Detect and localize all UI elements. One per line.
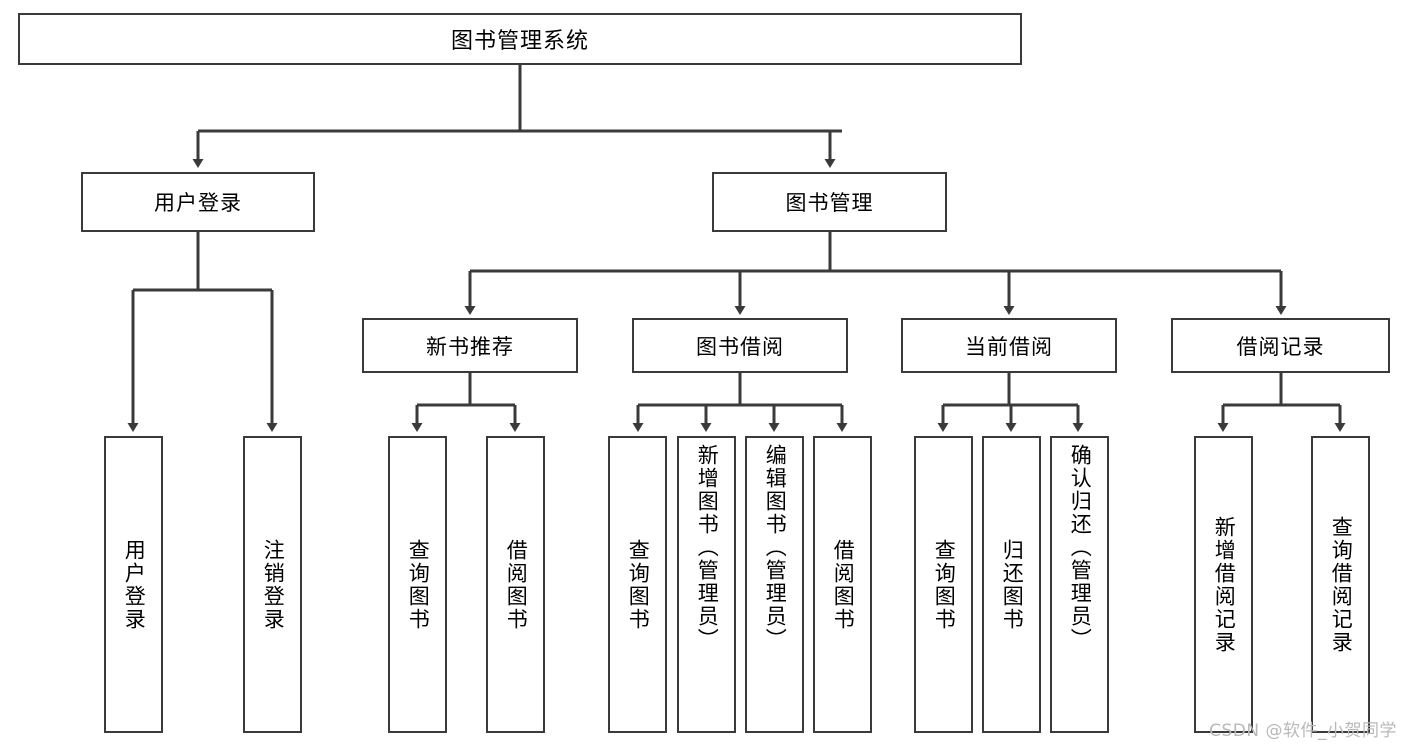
leaf-current-query-book-label: 查询图书 (932, 538, 957, 631)
node-book-management[interactable]: 图书管理 (712, 172, 947, 232)
leaf-borrow-add-book-label: 新增图书（管理员） (695, 444, 720, 651)
leaf-current-query-book[interactable]: 查询图书 (914, 436, 973, 733)
leaf-inner: 新增借阅记录 (1196, 438, 1251, 731)
node-new-book-recommend-label: 新书推荐 (426, 334, 514, 359)
leaf-new-book-query-label: 查询图书 (406, 538, 431, 631)
node-borrow-record-label: 借阅记录 (1236, 334, 1325, 359)
leaf-inner: 新增图书（管理员） (679, 438, 734, 737)
csdn-watermark: CSDN @软件_小贺同学 (1209, 721, 1397, 741)
leaf-borrow-query-book-label: 查询图书 (626, 538, 651, 631)
node-book-borrow-label: 图书借阅 (696, 334, 784, 359)
leaf-user-login-login-label: 用户登录 (122, 538, 147, 631)
leaf-inner: 查询借阅记录 (1313, 438, 1368, 731)
leaf-new-book-borrow[interactable]: 借阅图书 (486, 436, 545, 733)
node-user-login[interactable]: 用户登录 (81, 172, 315, 232)
leaf-current-confirm-return-label: 确认归还（管理员） (1068, 444, 1093, 651)
leaf-borrow-edit-book-label: 编辑图书（管理员） (763, 444, 788, 651)
leaf-borrow-add-book[interactable]: 新增图书（管理员） (677, 436, 736, 733)
leaf-record-query-label: 查询借阅记录 (1329, 515, 1354, 654)
leaf-inner: 查询图书 (916, 438, 971, 731)
leaf-borrow-edit-book[interactable]: 编辑图书（管理员） (745, 436, 804, 733)
leaf-inner: 查询图书 (390, 438, 445, 731)
node-user-login-label: 用户登录 (154, 191, 242, 215)
leaf-current-return-book-label: 归还图书 (1000, 538, 1025, 631)
leaf-new-book-borrow-label: 借阅图书 (504, 538, 529, 631)
leaf-record-query[interactable]: 查询借阅记录 (1311, 436, 1370, 733)
node-book-management-label: 图书管理 (785, 191, 874, 215)
node-new-book-recommend[interactable]: 新书推荐 (362, 318, 578, 373)
leaf-user-login-login[interactable]: 用户登录 (104, 436, 163, 733)
node-root[interactable]: 图书管理系统 (18, 13, 1022, 65)
leaf-current-confirm-return[interactable]: 确认归还（管理员） (1050, 436, 1109, 733)
leaf-new-book-query[interactable]: 查询图书 (388, 436, 447, 733)
node-borrow-record[interactable]: 借阅记录 (1171, 318, 1390, 373)
leaf-inner: 用户登录 (106, 438, 161, 731)
node-current-borrow-label: 当前借阅 (965, 334, 1053, 359)
leaf-record-add-label: 新增借阅记录 (1212, 515, 1237, 654)
leaf-inner: 借阅图书 (488, 438, 543, 731)
leaf-borrow-borrow-book[interactable]: 借阅图书 (813, 436, 872, 733)
leaf-borrow-borrow-book-label: 借阅图书 (831, 538, 856, 631)
node-root-label: 图书管理系统 (450, 29, 589, 54)
leaf-user-login-logout-label: 注销登录 (261, 538, 286, 631)
leaf-current-return-book[interactable]: 归还图书 (982, 436, 1041, 733)
leaf-inner: 确认归还（管理员） (1052, 438, 1107, 737)
leaf-record-add[interactable]: 新增借阅记录 (1194, 436, 1253, 733)
leaf-inner: 编辑图书（管理员） (747, 438, 802, 737)
node-book-borrow[interactable]: 图书借阅 (632, 318, 848, 373)
node-current-borrow[interactable]: 当前借阅 (901, 318, 1117, 373)
leaf-borrow-query-book[interactable]: 查询图书 (608, 436, 667, 733)
leaf-inner: 注销登录 (245, 438, 300, 731)
leaf-inner: 查询图书 (610, 438, 665, 731)
leaf-user-login-logout[interactable]: 注销登录 (243, 436, 302, 733)
leaf-inner: 借阅图书 (815, 438, 870, 731)
leaf-inner: 归还图书 (984, 438, 1039, 731)
